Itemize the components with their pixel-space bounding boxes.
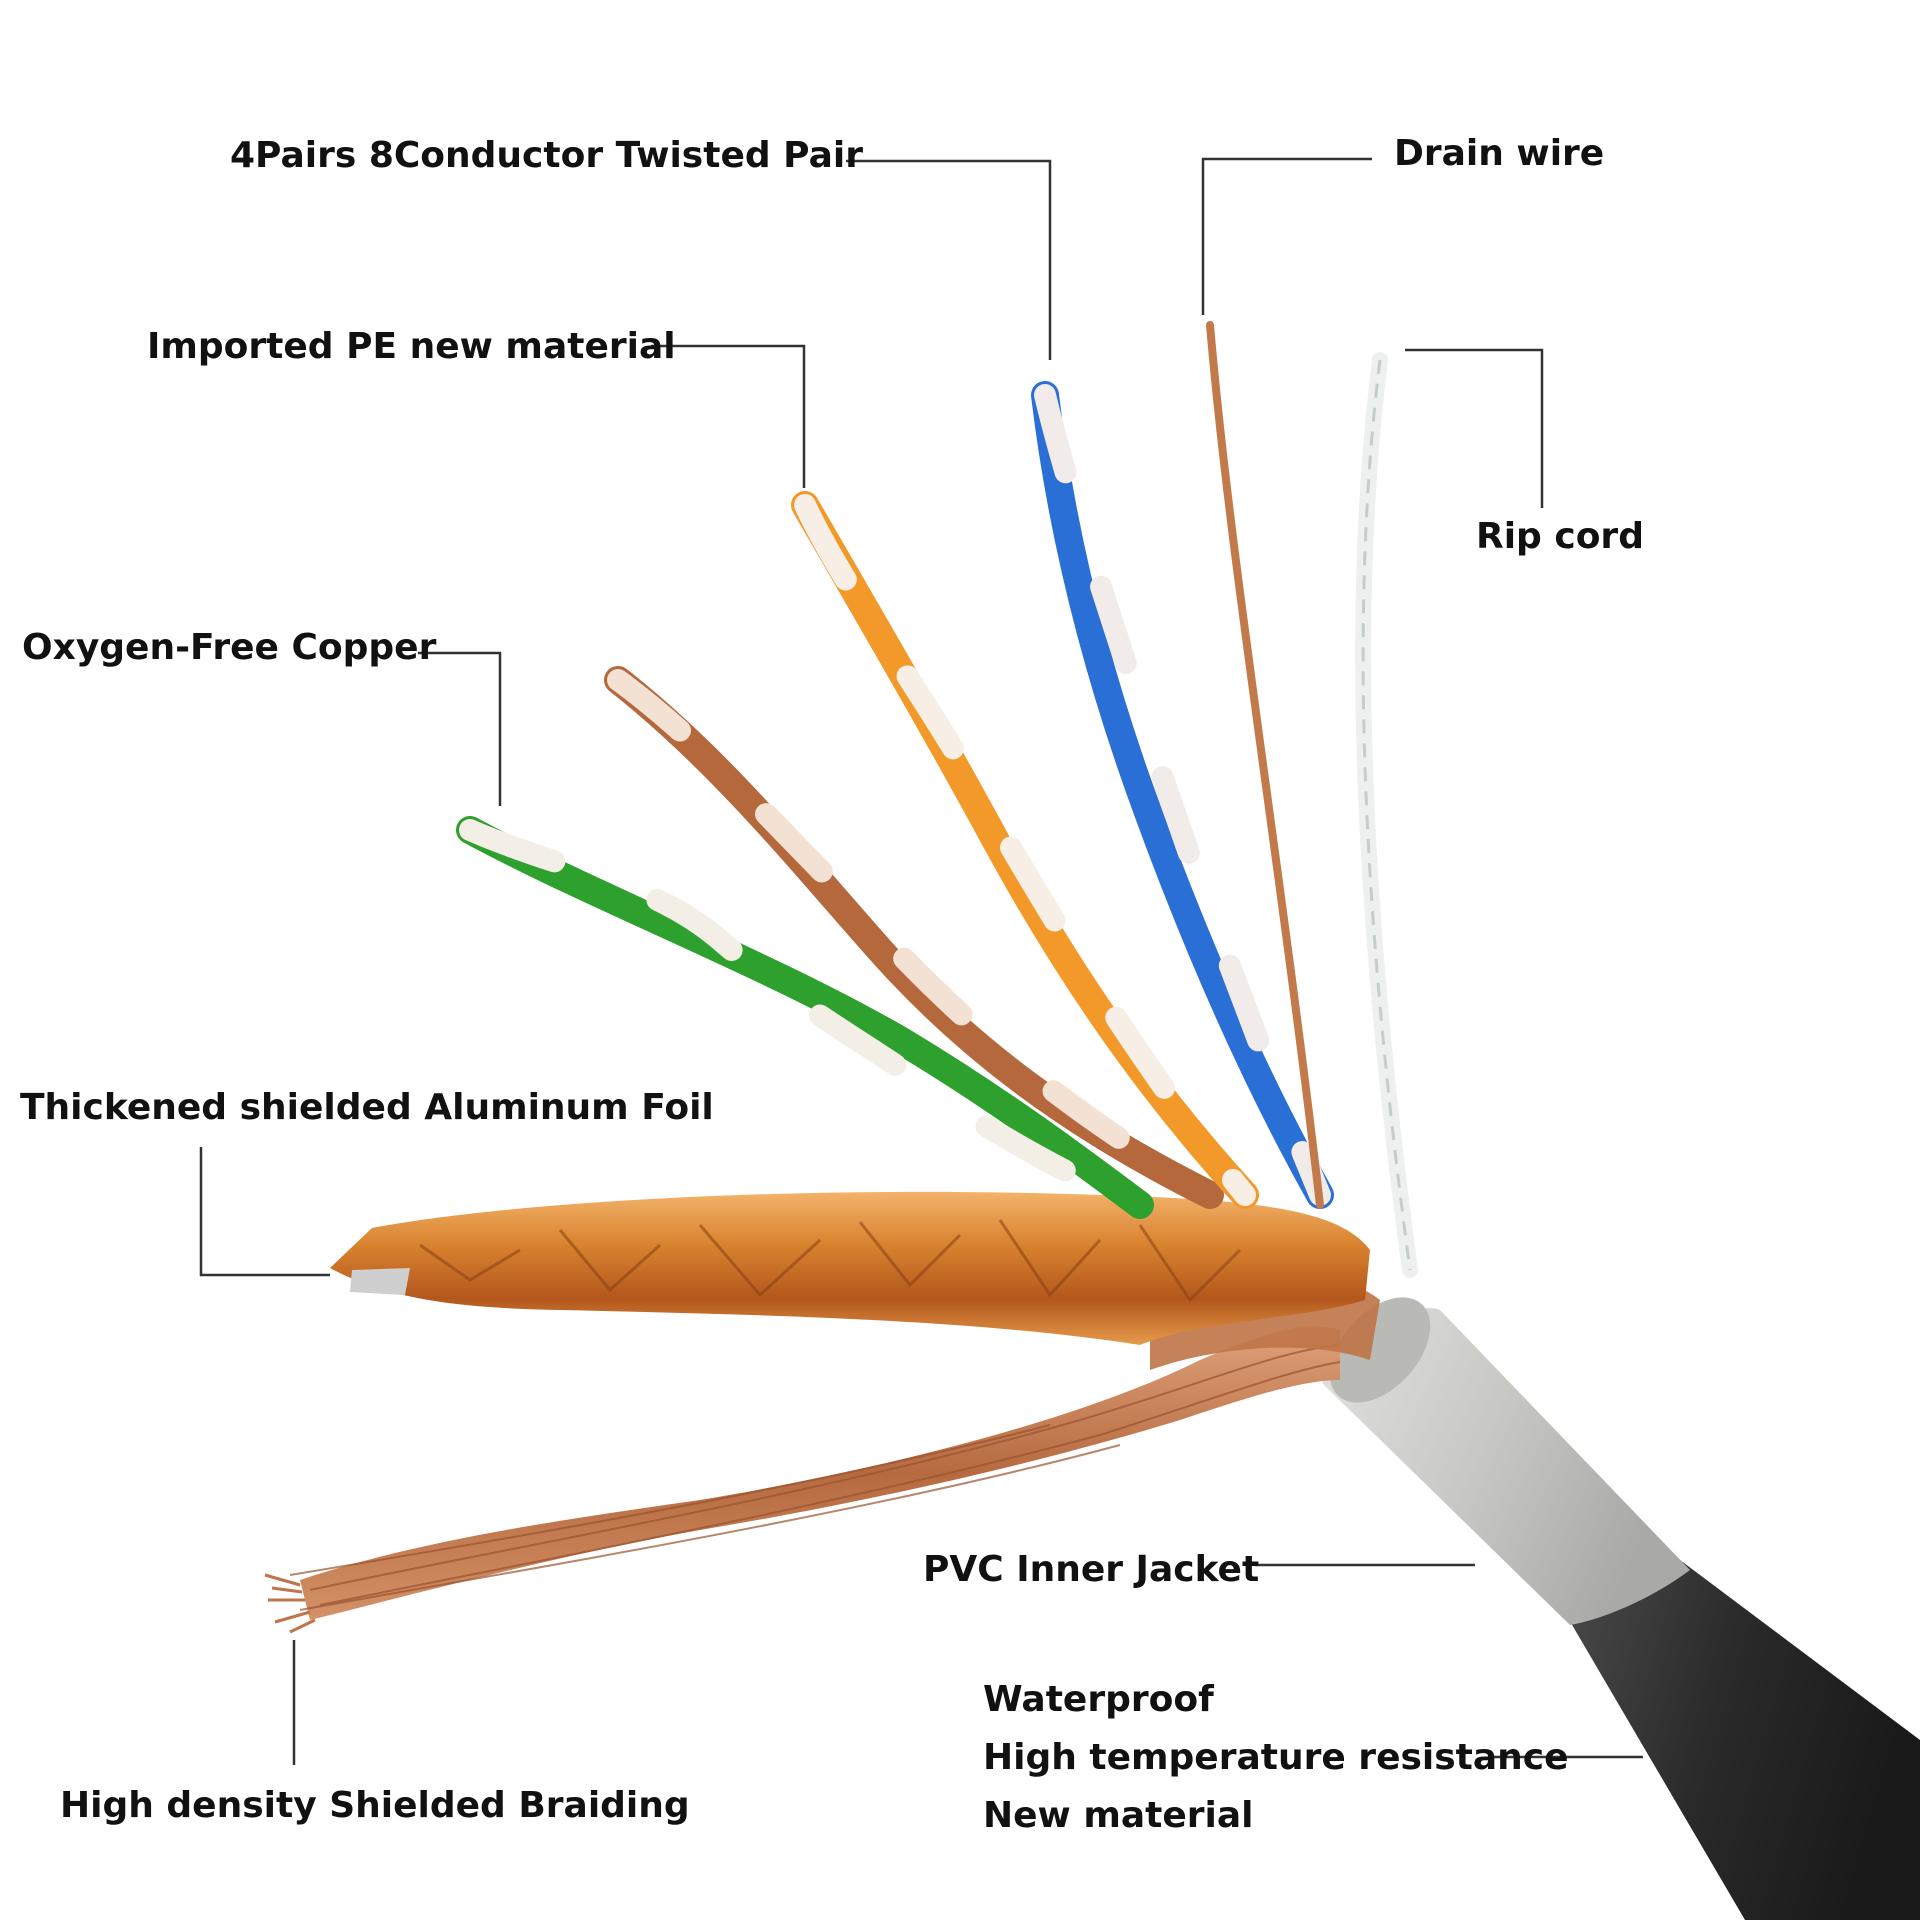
drain-wire bbox=[1206, 321, 1324, 1209]
leader-twisted-pair bbox=[846, 159, 1052, 360]
label-pe-material: Imported PE new material bbox=[147, 326, 676, 367]
shield-braid bbox=[300, 1326, 1340, 1620]
braid-fray bbox=[264, 1573, 316, 1634]
leader-pe-material bbox=[651, 344, 806, 488]
label-drain-wire: Drain wire bbox=[1394, 133, 1605, 174]
aluminum-foil bbox=[330, 1191, 1370, 1345]
label-waterproof: Waterproof bbox=[983, 1679, 1214, 1720]
braid-strands bbox=[289, 1344, 1341, 1611]
pair-blue bbox=[1031, 381, 1334, 1209]
rip-cord bbox=[1355, 352, 1418, 1278]
label-foil: Thickened shielded Aluminum Foil bbox=[20, 1087, 714, 1128]
pair-orange bbox=[791, 491, 1259, 1209]
leader-foil bbox=[199, 1147, 330, 1277]
rip-cord-shade bbox=[1361, 359, 1412, 1271]
inner-jacket bbox=[1322, 1308, 1690, 1625]
leader-copper bbox=[418, 651, 502, 806]
pair-brown bbox=[604, 666, 1224, 1209]
outer-jacket bbox=[1568, 1560, 1920, 1920]
label-inner-jacket: PVC Inner Jacket bbox=[923, 1549, 1260, 1590]
label-twisted-pair: 4Pairs 8Conductor Twisted Pair bbox=[230, 135, 863, 176]
label-braiding: High density Shielded Braiding bbox=[60, 1785, 690, 1826]
label-high-temp: High temperature resistance bbox=[983, 1737, 1569, 1778]
outer-jacket-features: Waterproof High temperature resistance N… bbox=[983, 1682, 1569, 1856]
label-rip-cord: Rip cord bbox=[1476, 516, 1644, 557]
leader-drain-wire bbox=[1201, 157, 1372, 315]
leader-lines bbox=[199, 157, 1643, 1765]
pair-green bbox=[456, 816, 1154, 1219]
foil-creases bbox=[419, 1219, 1242, 1303]
leader-rip-cord bbox=[1405, 348, 1544, 508]
label-new-material: New material bbox=[983, 1795, 1254, 1836]
label-copper: Oxygen-Free Copper bbox=[22, 627, 437, 668]
foil-silver-edge bbox=[350, 1268, 410, 1295]
